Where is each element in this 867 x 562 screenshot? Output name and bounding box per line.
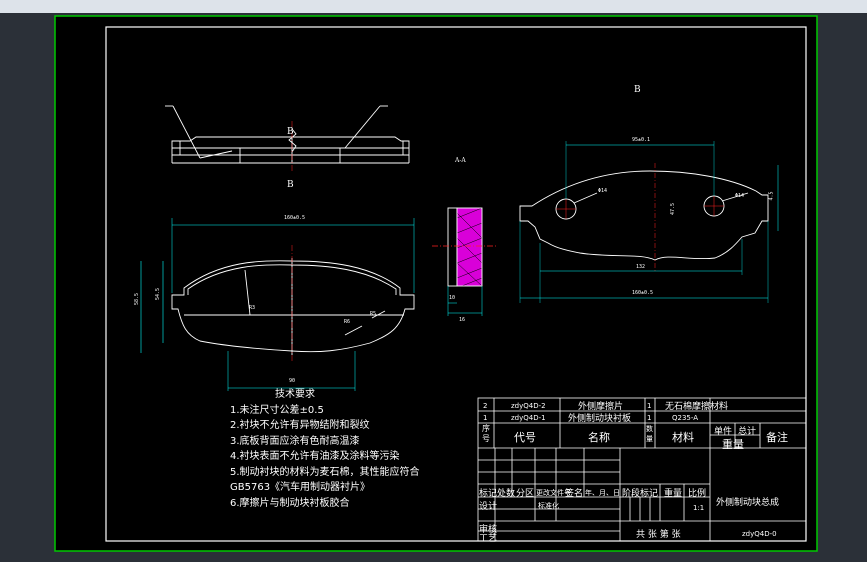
- tb-process: 工艺: [479, 534, 498, 544]
- drawing-number: zdyQ4D-0: [742, 530, 777, 538]
- tb-review: 审核: [479, 525, 498, 535]
- inner-frame: [105, 26, 807, 542]
- header-name: 名称: [588, 431, 610, 444]
- section-view: [432, 207, 496, 316]
- header-total: 总计: [738, 427, 757, 437]
- part-qty: 1: [647, 414, 652, 422]
- rev-date: 年、月、日: [585, 489, 620, 497]
- dim-height: 58.5: [134, 292, 141, 306]
- tb-weight: 重量: [664, 489, 683, 499]
- tb-stage: 阶段标记: [622, 489, 659, 499]
- top-view-label: B: [634, 85, 641, 95]
- rev-sign: 签名: [565, 489, 584, 499]
- rev-doc: 更改文件号: [536, 489, 571, 497]
- cad-viewport[interactable]: B B B A-A 160±0.5 58.5 54.5 R6 R5 R3 90 …: [0, 13, 867, 562]
- part-no: 2: [483, 402, 488, 410]
- part-no: 1: [483, 414, 488, 422]
- header-single: 单件: [714, 427, 733, 437]
- note-item: 2.衬块不允许有异物结附和裂纹: [230, 420, 370, 431]
- part-name: 外侧制动块衬板: [568, 414, 632, 424]
- dim-small-right: 4.5: [768, 191, 775, 201]
- dim-inner-length: 132: [636, 264, 646, 270]
- dim-overall-length-right: 160±0.5: [632, 290, 654, 296]
- dim-side-thickness: 10: [449, 295, 456, 301]
- drawing-sheet: [54, 15, 818, 552]
- tb-scale: 比例: [688, 489, 707, 499]
- dim-radius-bottom: R6: [344, 319, 351, 325]
- dim-hole-spacing: 95±0.1: [632, 137, 651, 143]
- header-qty: 数量: [646, 425, 653, 443]
- header-code: 代号: [514, 431, 536, 444]
- dim-radius-inner: R3: [249, 305, 256, 311]
- note-item: 3.底板背面应涂有色耐高温漆: [230, 435, 360, 447]
- part-qty: 1: [647, 402, 652, 410]
- part-material: 无石棉摩擦材料: [665, 402, 729, 412]
- rev-mark: 标记: [479, 489, 498, 499]
- note-item: GB5763《汽车用制动器衬片》: [230, 482, 371, 493]
- rev-zone: 分区: [516, 489, 535, 499]
- note-item: 5.制动衬块的材料为麦石棉，其性能应符合: [230, 466, 420, 478]
- dim-radius-outer: R5: [370, 311, 377, 317]
- note-item: 4.衬块表面不允许有油漆及涂料等污染: [230, 451, 400, 462]
- tb-scale-value: 1:1: [693, 504, 705, 512]
- dim-height-inner: 54.5: [155, 287, 162, 301]
- drawing-canvas: [55, 16, 817, 551]
- rev-count: 处数: [497, 489, 516, 499]
- dim-bottom-width: 90: [289, 378, 296, 384]
- dim-right-height: 47.5: [670, 202, 677, 216]
- part-name: 外侧摩擦片: [578, 402, 624, 412]
- title-block: [477, 397, 807, 542]
- dim-side-width: 16: [459, 317, 466, 323]
- tb-sheets: 共 张 第 张: [636, 530, 681, 540]
- note-item: 1.未注尺寸公差±0.5: [230, 404, 324, 416]
- header-weight: 重量: [722, 438, 744, 451]
- note-item: 6.摩擦片与制动块衬板胶合: [230, 497, 350, 509]
- header-remark: 备注: [766, 431, 788, 444]
- technical-requirements: 技术要求 1.未注尺寸公差±0.5 2.衬块不允许有异物结附和裂纹 3.底板背面…: [230, 387, 420, 511]
- header-material: 材料: [672, 431, 694, 444]
- tb-design: 设计: [479, 502, 498, 512]
- tb-standard: 标准化: [538, 502, 559, 510]
- right-view-label: B: [287, 127, 294, 137]
- outer-border: [54, 15, 818, 552]
- part-material: Q235-A: [672, 414, 699, 422]
- drawing-title: 外侧制动块总成: [716, 498, 780, 508]
- part-code: zdyQ4D-2: [511, 402, 546, 410]
- right-view: [519, 141, 779, 303]
- notes-title: 技术要求: [275, 389, 315, 400]
- dim-hole-left: Φ14: [598, 188, 608, 194]
- header-no: 序号: [482, 424, 490, 443]
- dim-hole-right: Φ14: [735, 193, 745, 199]
- front-view-label: B: [287, 180, 294, 190]
- dim-overall-length: 160±0.5: [284, 215, 306, 221]
- part-code: zdyQ4D-1: [511, 414, 546, 422]
- section-label: A-A: [455, 157, 466, 164]
